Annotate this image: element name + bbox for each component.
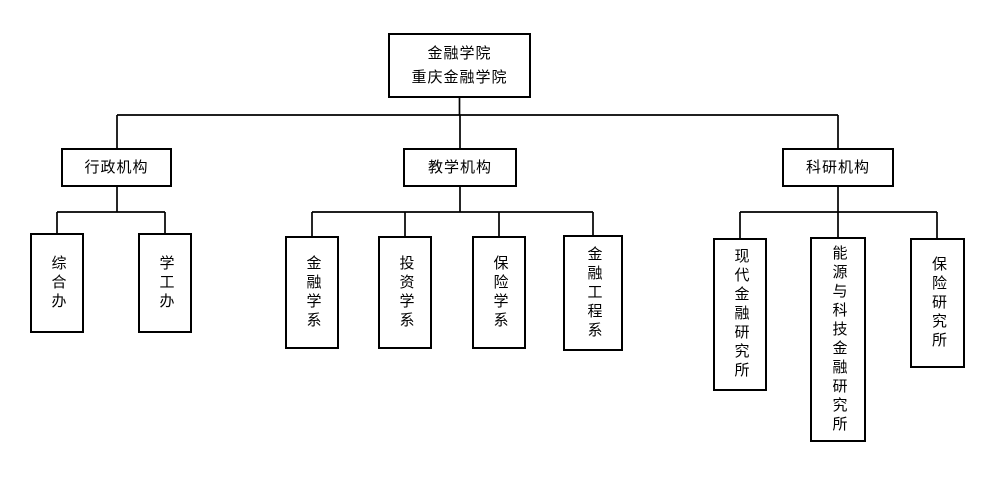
leaf-label: 保险研究所 <box>930 255 946 351</box>
branch-label: 行政机构 <box>84 159 149 176</box>
node-insurance-institute: 保险研究所 <box>910 238 965 368</box>
leaf-label: 保险学系 <box>491 254 508 331</box>
node-energy-tech-finance-institute: 能源与科技金融研究所 <box>810 237 866 442</box>
leaf-label: 投资学系 <box>397 254 414 331</box>
leaf-label: 现代金融研究所 <box>732 248 749 381</box>
node-investment-dept: 投资学系 <box>378 236 432 349</box>
leaf-label: 金融学系 <box>304 254 321 331</box>
node-student-affairs-office: 学工办 <box>138 233 192 333</box>
node-modern-finance-institute: 现代金融研究所 <box>713 238 767 391</box>
node-general-office: 综合办 <box>30 233 84 333</box>
node-finance-dept: 金融学系 <box>285 236 339 349</box>
node-finance-school-root: 金融学院 重庆金融学院 <box>388 33 531 98</box>
leaf-label: 能源与科技金融研究所 <box>830 244 847 435</box>
branch-label: 教学机构 <box>427 159 492 176</box>
root-title-line2: 重庆金融学院 <box>411 69 508 86</box>
node-research-org: 科研机构 <box>782 148 894 187</box>
leaf-label: 金融工程系 <box>585 245 602 341</box>
node-administrative-org: 行政机构 <box>61 148 172 187</box>
node-teaching-org: 教学机构 <box>403 148 517 187</box>
leaf-label: 综合办 <box>49 254 66 312</box>
branch-label: 科研机构 <box>805 159 870 176</box>
node-financial-engineering-dept: 金融工程系 <box>563 235 623 351</box>
root-title-line1: 金融学院 <box>427 45 492 62</box>
node-insurance-dept: 保险学系 <box>472 236 526 349</box>
leaf-label: 学工办 <box>157 254 174 312</box>
